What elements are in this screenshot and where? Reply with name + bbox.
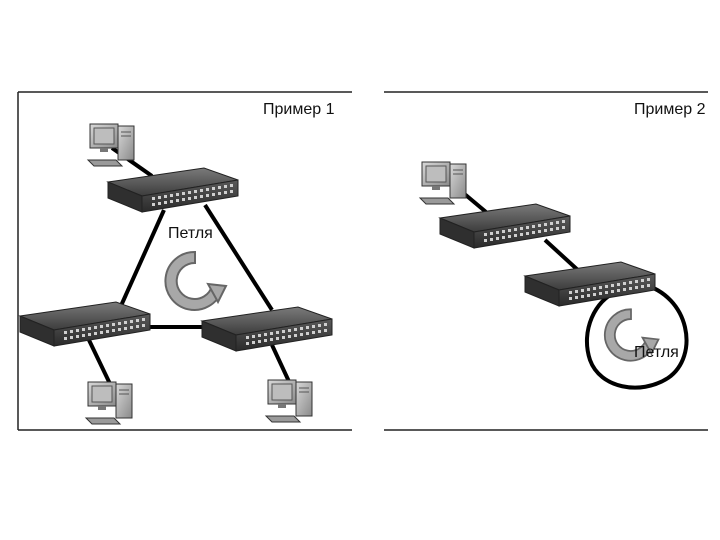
switch-icon — [107, 167, 239, 213]
switch-icon — [201, 306, 333, 352]
panel-1: Пример 1 Петля — [17, 91, 352, 431]
loop-icon — [164, 250, 227, 311]
pc-icon — [265, 379, 313, 423]
cable — [86, 337, 114, 389]
switch-icon — [439, 203, 571, 249]
pc-icon — [87, 123, 135, 167]
loop-cable — [584, 282, 689, 390]
panel-2-title: Пример 2 — [634, 101, 706, 118]
cable — [543, 238, 582, 274]
pc-icon — [419, 161, 467, 205]
loop-label: Петля — [168, 225, 213, 242]
cable — [118, 209, 166, 309]
cable — [203, 203, 274, 312]
pc-icon — [85, 381, 133, 425]
switch-icon — [19, 301, 151, 347]
loop-label: Петля — [634, 344, 679, 361]
panel-2: Пример 2 Петля — [384, 91, 708, 431]
panel-1-title: Пример 1 — [263, 101, 335, 118]
switch-icon — [524, 261, 656, 307]
